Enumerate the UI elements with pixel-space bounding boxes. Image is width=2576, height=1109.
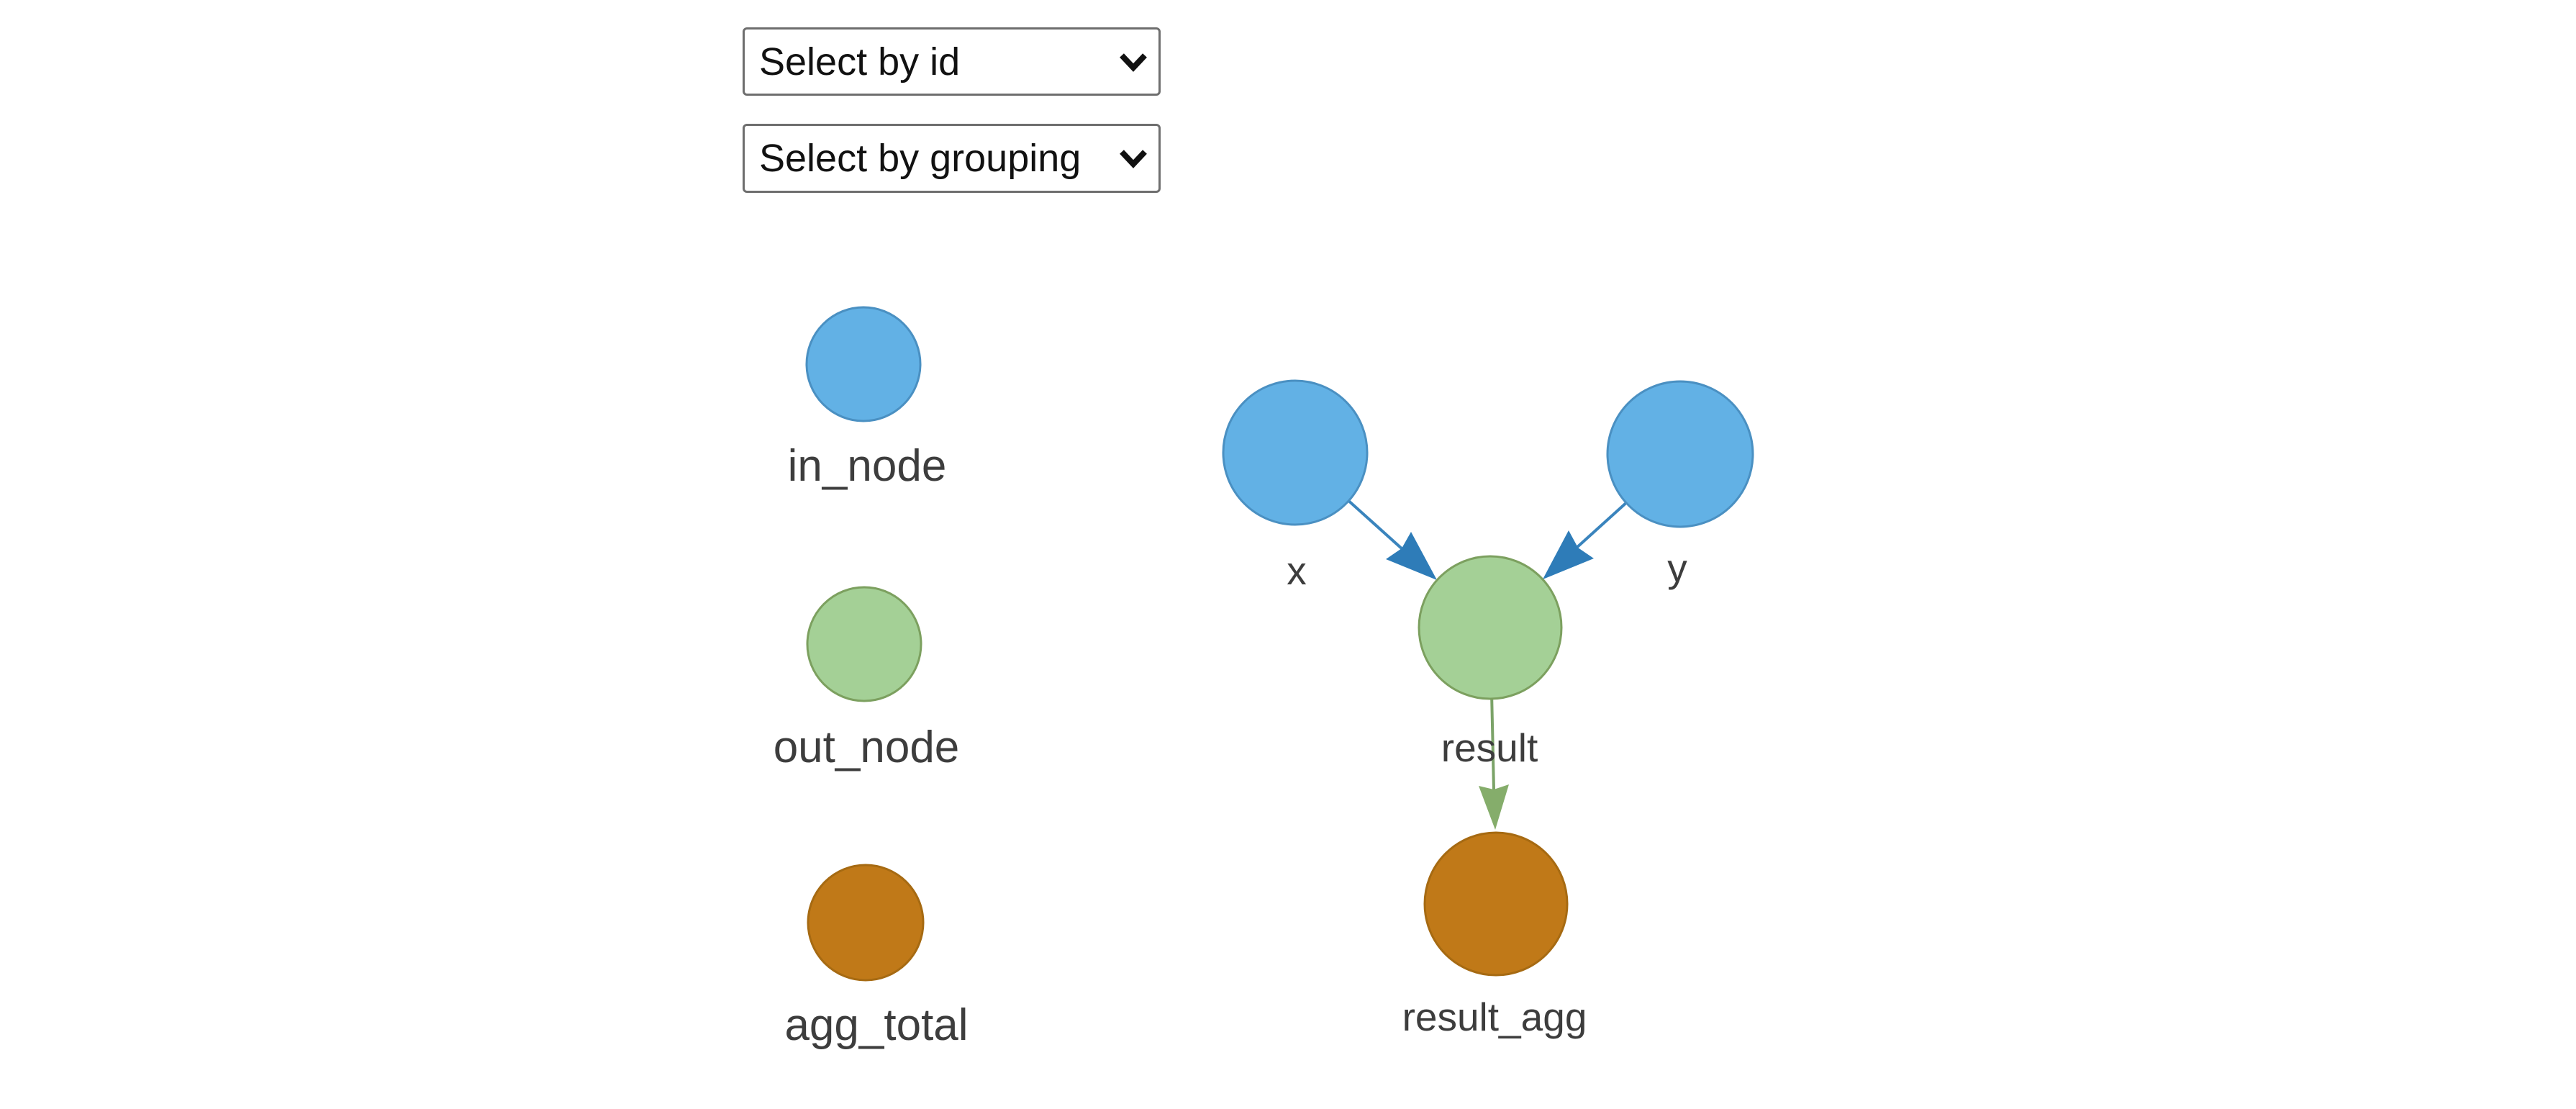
arrowheads bbox=[1386, 530, 1594, 830]
node-label-y: y bbox=[1667, 546, 1687, 590]
node-y[interactable] bbox=[1606, 380, 1754, 528]
node-result[interactable] bbox=[1418, 555, 1563, 700]
legend-label-agg-total: agg_total bbox=[784, 1000, 968, 1050]
legend-swatch-in-node bbox=[805, 306, 922, 422]
select-by-grouping-dropdown[interactable]: Select by grouping bbox=[743, 124, 1161, 193]
node-result-agg[interactable] bbox=[1423, 831, 1569, 977]
arrowhead-result-resultagg bbox=[1479, 784, 1509, 830]
select-by-id-wrapper: Select by id bbox=[743, 27, 1161, 96]
legend-label-out-node: out_node bbox=[774, 723, 960, 772]
graph-nodes bbox=[1222, 379, 1754, 977]
arrowhead-x-result bbox=[1386, 532, 1437, 580]
legend-label-in-node: in_node bbox=[788, 441, 947, 491]
node-label-result-agg: result_agg bbox=[1402, 995, 1587, 1039]
node-label-result: result bbox=[1441, 725, 1538, 770]
node-x[interactable] bbox=[1222, 379, 1369, 526]
node-label-x: x bbox=[1287, 548, 1307, 593]
graph-node-labels: x y result result_agg bbox=[1287, 546, 1687, 1039]
select-by-id-dropdown[interactable]: Select by id bbox=[743, 27, 1161, 96]
select-by-grouping-wrapper: Select by grouping bbox=[743, 124, 1161, 193]
legend: in_node out_node agg_total bbox=[774, 306, 969, 1050]
legend-swatch-out-node bbox=[806, 586, 922, 702]
arrowhead-y-result bbox=[1543, 530, 1594, 579]
legend-swatch-agg-total bbox=[807, 864, 925, 982]
